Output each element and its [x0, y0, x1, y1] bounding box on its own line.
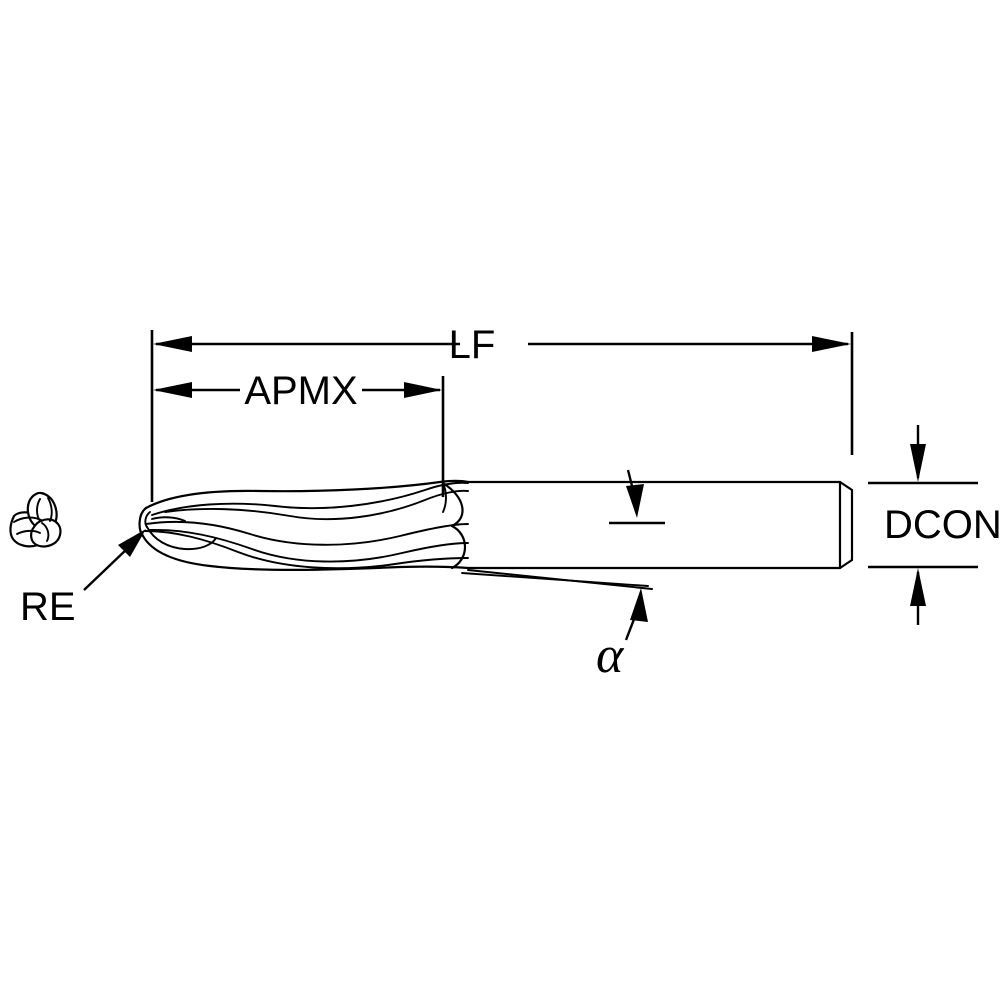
ball-nose-end-view-icon	[9, 491, 62, 548]
arrow-head-lf-right	[812, 336, 851, 352]
label-dcon: DCON	[884, 503, 1000, 547]
tool-shank	[466, 480, 854, 570]
arrow-head-alpha	[630, 588, 648, 622]
leader-line-re	[83, 547, 129, 591]
arrow-head-re	[118, 529, 146, 557]
leader-re	[83, 529, 146, 591]
arrow-head-dcon-top	[910, 444, 926, 482]
taper-relief-lines	[461, 569, 653, 590]
arrow-head-apmx-left	[153, 382, 192, 398]
leader-alpha	[624, 588, 648, 641]
dimension-dcon	[868, 425, 978, 625]
arrow-head-apmx-right	[404, 382, 442, 398]
label-apmx: APMX	[244, 369, 357, 413]
dimension-apmx	[153, 382, 442, 398]
arrow-head-lf-left	[153, 336, 192, 352]
arrow-head-shank-indicator	[626, 484, 644, 518]
taper-line-lower	[467, 569, 653, 590]
label-lf: LF	[449, 323, 496, 367]
dimension-lf	[153, 336, 851, 352]
label-re: RE	[20, 585, 76, 629]
shank-surface-indicator	[609, 469, 665, 525]
arrow-head-dcon-bottom	[910, 568, 926, 606]
label-alpha: α	[596, 627, 625, 684]
tool-cutting-section	[138, 479, 470, 571]
